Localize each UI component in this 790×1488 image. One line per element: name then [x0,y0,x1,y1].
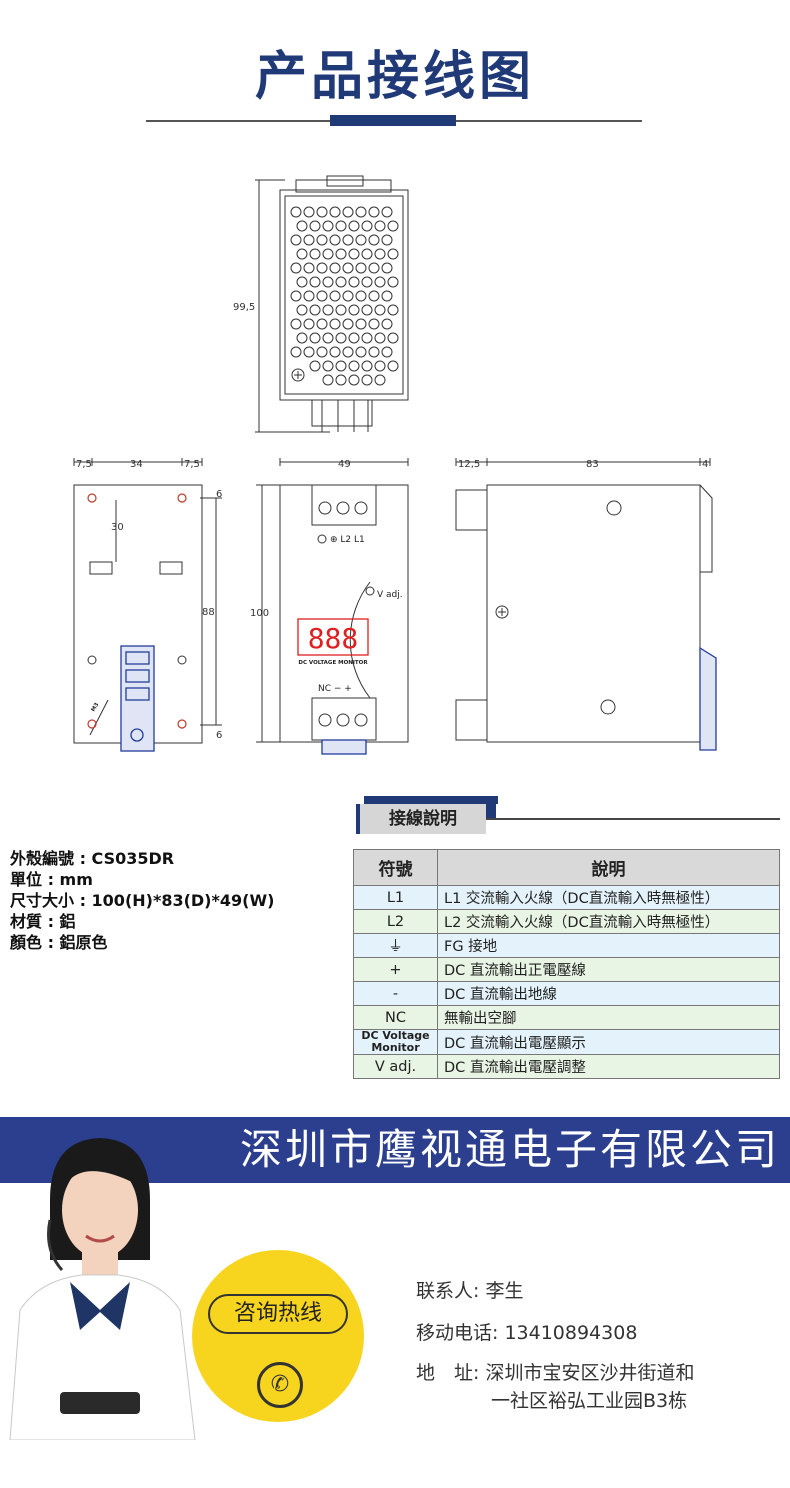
dim-6-top: 6 [216,489,222,500]
customer-service-illustration [9,1138,196,1440]
dim-6-bottom: 6 [216,730,222,741]
dim-83: 83 [586,459,599,470]
section-divider [486,818,780,820]
dim-34: 34 [130,459,143,470]
page-title: 产品接线图 [254,47,535,107]
table-cell-desc: L2 交流輸入火線（DC直流輸入時無極性） [437,909,780,934]
phone-icon: ✆ [257,1362,303,1408]
contact-mobile: 移动电话: 13410894308 [416,1322,638,1344]
terminal-top-label: ⊕ L2 L1 [330,535,365,545]
dim-100: 100 [250,608,269,619]
table-row: +DC 直流輸出正電壓線 [353,957,780,982]
dim-height-label: 99,5 [233,302,255,313]
terminal-bottom-label: NC − + [318,684,352,694]
table-header-desc: 說明 [437,849,780,886]
dim-4: 4 [702,459,708,470]
side-view [455,458,713,743]
dim-right-75: 7,5 [184,459,200,470]
vent-holes [290,206,399,386]
dim-left-75: 7,5 [76,459,92,470]
table-cell-symbol: NC [353,1005,438,1030]
display-caption: DC VOLTAGE MONITOR [298,660,368,666]
front-view [256,458,409,743]
top-view [255,175,409,433]
contact-address-line2: 一社区裕弘工业园B3栋 [491,1390,688,1412]
display-digits: 888 [308,622,359,655]
table-cell-desc: FG 接地 [437,933,780,958]
table-row: -DC 直流輸出地線 [353,981,780,1006]
company-name: 深圳市鹰视通电子有限公司 [239,1125,780,1174]
display-frame [297,618,369,656]
ground-icon: ⏚ [353,933,438,958]
table-cell-symbol: DC Voltage Monitor [353,1029,438,1055]
table-cell-symbol: V adj. [353,1054,438,1079]
table-cell-desc: DC 直流輸出地線 [437,981,780,1006]
table-cell-symbol: + [353,957,438,982]
screw-size-label: M3 [91,702,101,713]
contact-address-line1: 地 址: 深圳市宝安区沙井街道和 [416,1362,695,1384]
front-din-clip [321,739,367,755]
wiring-drawing: 99,5 7,5 34 7,5 30 88 6 6 M3 [73,175,717,755]
title-accent-bar [330,115,456,126]
vadj-label: V adj. [377,590,403,600]
table-cell-desc: DC 直流輸出正電壓線 [437,957,780,982]
section-title: 接線說明 [356,796,498,834]
dim-88: 88 [202,607,215,618]
table-cell-desc: L1 交流輸入火線（DC直流輸入時無極性） [437,885,780,910]
table-row: V adj.DC 直流輸出電壓調整 [353,1054,780,1079]
side-din-clip [699,646,717,751]
spec-list: 外殼編號 : CS035DR 單位 : mm 尺寸大小 : 100(H)*83(… [10,848,274,953]
table-cell-symbol: L2 [353,909,438,934]
table-cell-desc: 無輸出空腳 [437,1005,780,1030]
hotline-label: 咨询热线 [208,1294,348,1334]
table-row: ⏚FG 接地 [353,933,780,958]
table-cell-desc: DC 直流輸出電壓顯示 [437,1029,780,1055]
table-cell-symbol: - [353,981,438,1006]
spec-unit: 單位 : mm [10,870,93,889]
spec-color: 顏色 : 鋁原色 [10,933,108,952]
table-header-symbol: 符號 [353,849,438,886]
back-screws [87,493,187,729]
contact-person: 联系人: 李生 [416,1280,524,1302]
dim-49: 49 [338,459,351,470]
din-clip [120,645,155,752]
spec-size: 尺寸大小 : 100(H)*83(D)*49(W) [10,891,275,910]
back-view [73,458,222,744]
table-cell-desc: DC 直流輸出電壓調整 [437,1054,780,1079]
dim-125: 12,5 [458,459,480,470]
spec-model: 外殼編號 : CS035DR [10,849,175,868]
table-cell-symbol: L1 [353,885,438,910]
spec-material: 材質 : 鋁 [10,912,76,931]
dim-30: 30 [111,522,124,533]
